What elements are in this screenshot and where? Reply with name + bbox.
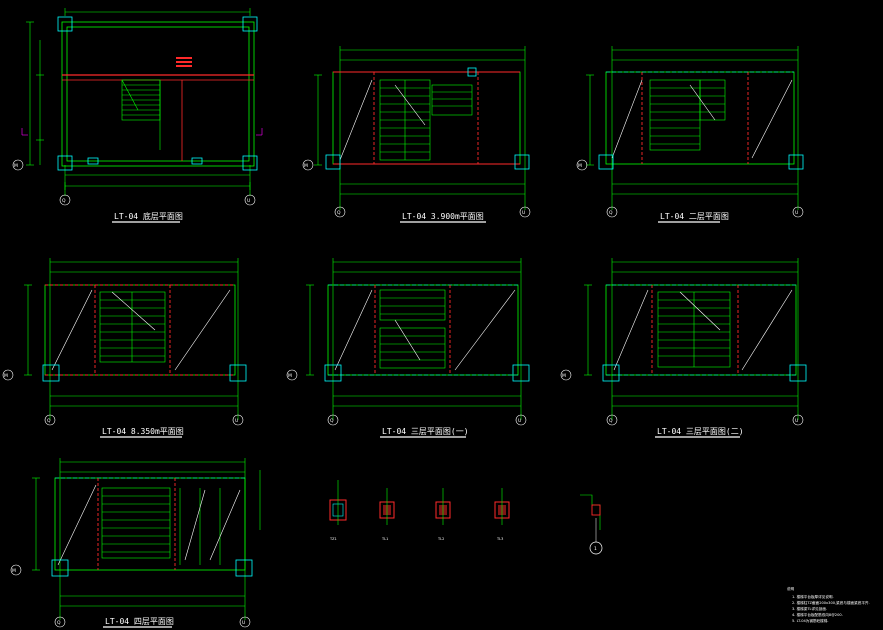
- section-label: TL3: [496, 537, 503, 541]
- section-tl2: TL2: [435, 488, 451, 541]
- svg-text:U: U: [522, 210, 525, 216]
- svg-text:Q: Q: [609, 210, 613, 216]
- section-label: TL1: [381, 537, 388, 541]
- svg-text:M: M: [578, 163, 582, 169]
- svg-text:Q: Q: [47, 418, 51, 424]
- svg-text:M: M: [304, 163, 308, 169]
- plan-title: LT-04 3.900m平面图: [402, 212, 484, 221]
- plan-third-floor-1: M Q U LT-04 三层平面图(一): [286, 258, 530, 438]
- svg-text:M: M: [562, 373, 566, 379]
- plan-third-floor-2: M Q U LT-04 三层平面图(二): [560, 258, 807, 438]
- plan-fourth-floor: M Q U LT-04 四层平面图: [10, 458, 261, 628]
- plan-second-floor: M Q U LT-04 二层平面图: [576, 46, 804, 223]
- detail-1: 1: [580, 494, 603, 555]
- section-tl3: TL3: [494, 488, 510, 541]
- svg-text:Q: Q: [62, 198, 66, 204]
- notes-line: 4. 楼梯平台板配筋双向8@200.: [792, 612, 843, 617]
- notes-line: 2. 楼梯柱TZ截面200x300,梁底与楼面梁底平齐.: [792, 600, 870, 605]
- svg-text:U: U: [235, 418, 238, 424]
- plan-8350: M Q U LT-04 8.350m平面图: [2, 258, 247, 438]
- plan-title: LT-04 底层平面图: [114, 211, 183, 221]
- plan-3900: M Q U LT-04 3.900m平面图: [302, 46, 531, 223]
- plan-title: LT-04 三层平面图(二): [657, 427, 744, 436]
- svg-text:Q: Q: [337, 210, 341, 216]
- general-notes: 说明 1. 楼梯平台板厚详见说明. 2. 楼梯柱TZ截面200x300,梁底与楼…: [787, 586, 870, 623]
- plan-ground-floor: M Q U LT-04 底层平面图: [12, 8, 263, 223]
- svg-text:M: M: [12, 568, 16, 574]
- svg-text:Q: Q: [330, 418, 334, 424]
- plan-title: LT-04 三层平面图(一): [382, 427, 469, 436]
- svg-text:U: U: [242, 620, 245, 626]
- section-label: TL2: [437, 537, 444, 541]
- section-tz1: TZ1: [329, 480, 347, 541]
- section-tl1: TL1: [379, 488, 395, 541]
- detail-marker: 1: [594, 546, 597, 552]
- svg-text:M: M: [288, 373, 292, 379]
- notes-line: 3. 楼梯梁TL详见剖面.: [792, 606, 827, 611]
- notes-line: 1. 楼梯平台板厚详见说明.: [792, 594, 834, 599]
- svg-text:M: M: [4, 373, 8, 379]
- svg-text:U: U: [795, 210, 798, 216]
- svg-text:U: U: [518, 418, 521, 424]
- section-label: TZ1: [329, 537, 337, 541]
- svg-text:U: U: [795, 418, 798, 424]
- svg-text:U: U: [247, 198, 250, 204]
- notes-line: 5. LT-04为钢筋砼楼梯.: [792, 618, 829, 623]
- svg-text:M: M: [14, 163, 18, 169]
- plan-title: LT-04 二层平面图: [660, 212, 729, 221]
- svg-text:Q: Q: [57, 620, 61, 626]
- plan-title: LT-04 8.350m平面图: [102, 427, 184, 436]
- notes-heading: 说明: [787, 586, 795, 591]
- svg-text:Q: Q: [609, 418, 613, 424]
- plan-title: LT-04 四层平面图: [105, 617, 174, 626]
